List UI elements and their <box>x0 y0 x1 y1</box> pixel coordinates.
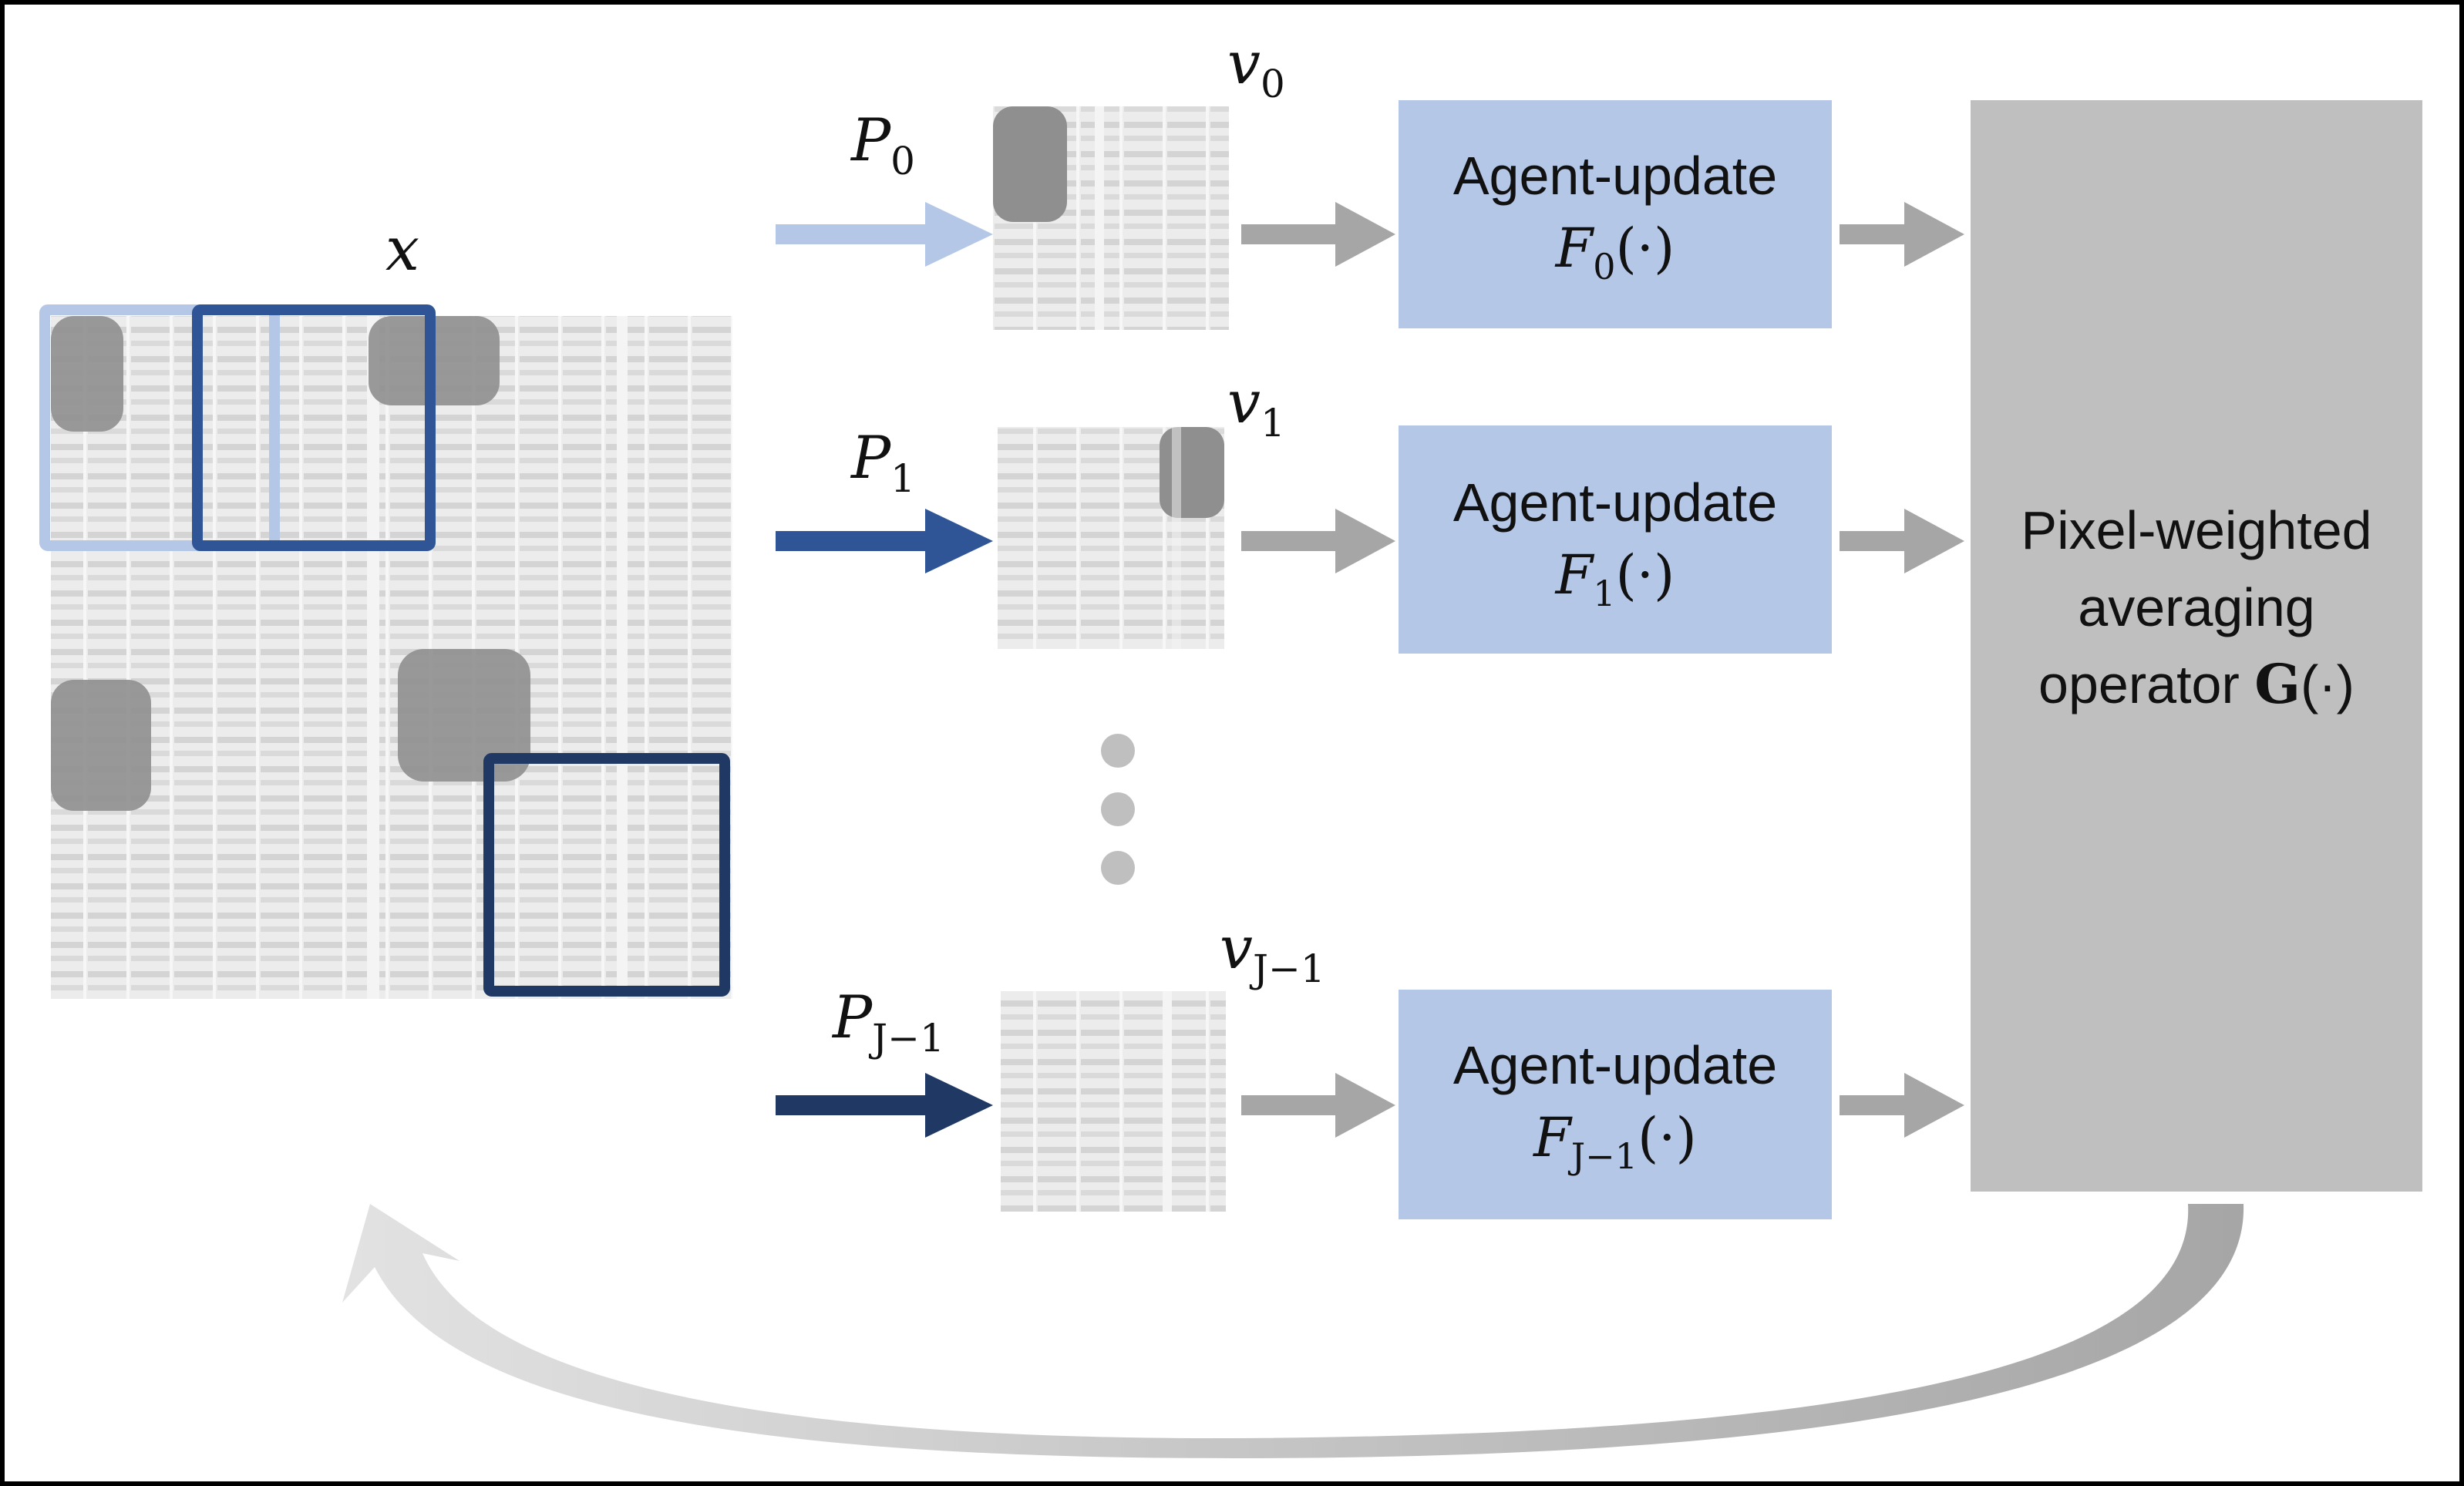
f0-label: F0(·) <box>1554 217 1675 287</box>
operator-line3: operator G(·) <box>2038 652 2355 716</box>
agent-update-label-jm1: Agent-update <box>1453 1035 1777 1095</box>
agent-update-box-0 <box>1399 100 1832 328</box>
patch-v0 <box>993 106 1229 330</box>
fjm1-label: FJ−1(·) <box>1532 1106 1697 1177</box>
patch-vjm1 <box>1001 991 1226 1212</box>
f1-label: F1(·) <box>1554 543 1675 614</box>
patch-square-0 <box>39 304 280 551</box>
pjm1-arrow-head <box>925 1073 993 1138</box>
patch-square-1 <box>192 304 436 551</box>
patch-v1 <box>998 427 1224 649</box>
p1-label: P1 <box>850 423 915 501</box>
agent-update-box-jm1 <box>1399 990 1832 1219</box>
ellipsis-dot-3 <box>1101 851 1135 885</box>
vjm1-to-agentjm1-head <box>1335 1073 1395 1138</box>
v0-label: v0 <box>1227 29 1285 106</box>
ellipsis-dot-2 <box>1101 792 1135 826</box>
v1-label: v1 <box>1227 368 1285 445</box>
agentjm1-to-operator-head <box>1904 1073 1964 1138</box>
agent1-to-operator-head <box>1904 509 1964 573</box>
row-1: P1 v1 Agent-update F1(·) <box>776 368 1964 654</box>
v0-to-agent0-head <box>1335 202 1395 267</box>
pjm1-label: PJ−1 <box>831 983 944 1061</box>
operator-line1: Pixel-weighted <box>2021 500 2371 560</box>
operator-box <box>1971 100 2422 1192</box>
p0-arrow-head <box>925 202 993 267</box>
operator-line2: averaging <box>2078 577 2314 637</box>
v1-to-agent1-head <box>1335 509 1395 573</box>
agent0-to-operator-head <box>1904 202 1964 267</box>
vjm1-label: vJ−1 <box>1220 913 1325 991</box>
input-image <box>51 316 732 999</box>
agent-update-label-0: Agent-update <box>1453 146 1777 206</box>
agent-update-box-1 <box>1399 425 1832 654</box>
patch-square-jm1 <box>483 753 730 997</box>
row-0: P0 v0 Agent-update F0(·) <box>776 29 1964 330</box>
p1-arrow-head <box>925 509 993 573</box>
input-label-x: x <box>385 215 419 284</box>
agent-update-label-1: Agent-update <box>1453 472 1777 533</box>
row-jm1: PJ−1 vJ−1 Agent-update FJ−1(·) <box>776 913 1964 1219</box>
ellipsis-dot-1 <box>1101 734 1135 768</box>
p0-label: P0 <box>850 106 915 183</box>
